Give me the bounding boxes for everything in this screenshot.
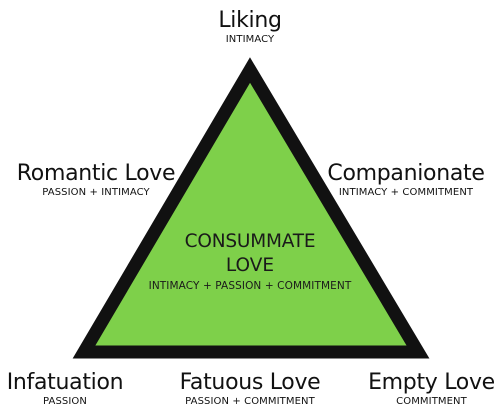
label-infatuation: Infatuation PASSION: [0, 372, 130, 407]
label-consummate-line2: LOVE: [225, 254, 275, 276]
label-infatuation-name: Infatuation: [6, 370, 124, 395]
label-fatuous-love-name: Fatuous Love: [179, 370, 321, 395]
label-consummate-love: CONSUMMATE LOVE INTIMACY + PASSION + COM…: [130, 231, 370, 292]
label-romantic-love-components: PASSION + INTIMACY: [42, 187, 150, 198]
label-romantic-love: Romantic Love PASSION + INTIMACY: [0, 163, 192, 198]
label-consummate-line1: CONSUMMATE: [184, 231, 316, 252]
label-empty-love-components: COMMITMENT: [396, 396, 467, 407]
label-companionate-components: INTIMACY + COMMITMENT: [338, 187, 474, 198]
label-liking-components: INTIMACY: [225, 34, 275, 45]
label-fatuous-love-components: PASSION + COMMITMENT: [185, 396, 315, 407]
label-empty-love-name: Empty Love: [368, 370, 495, 395]
triangle-polygon: [72, 57, 430, 359]
label-consummate-components: INTIMACY + PASSION + COMMITMENT: [148, 280, 352, 292]
label-companionate-name: Companionate: [327, 161, 485, 186]
label-romantic-love-name: Romantic Love: [16, 161, 176, 186]
label-infatuation-components: PASSION: [43, 396, 87, 407]
label-companionate: Companionate INTIMACY + COMMITMENT: [311, 163, 501, 198]
label-empty-love: Empty Love COMMITMENT: [362, 372, 501, 407]
label-fatuous-love: Fatuous Love PASSION + COMMITMENT: [160, 372, 340, 407]
label-liking: Liking INTIMACY: [190, 10, 310, 45]
label-liking-name: Liking: [218, 8, 282, 33]
